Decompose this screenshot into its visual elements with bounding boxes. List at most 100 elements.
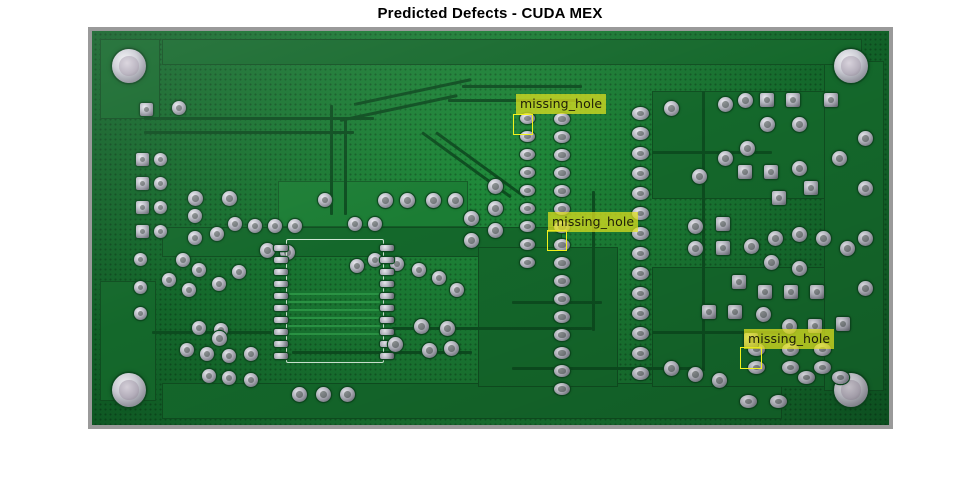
page-title: Predicted Defects - CUDA MEX [377, 5, 603, 22]
pad-oval [748, 361, 765, 374]
pad-round [488, 201, 503, 216]
pad-round [222, 371, 236, 385]
pad-round [368, 217, 382, 231]
connector-pad [554, 257, 570, 269]
pad-round [832, 151, 847, 166]
pad-round [444, 341, 459, 356]
pad-round [180, 343, 194, 357]
pad-round [192, 321, 206, 335]
pad-round [712, 373, 727, 388]
pad-round [192, 263, 206, 277]
trace-ic-5 [288, 325, 380, 327]
connector-pad [520, 257, 535, 268]
pad-round [768, 231, 783, 246]
connector-pad [632, 347, 649, 360]
pad-square [716, 241, 730, 255]
pad-round [288, 219, 302, 233]
connector-pad [632, 367, 649, 380]
pad-round [764, 255, 779, 270]
pad-round [414, 319, 429, 334]
pad-round [154, 201, 167, 214]
connector-pad [520, 113, 535, 124]
pad-square [760, 93, 774, 107]
trace-ic-6 [288, 333, 380, 335]
ic-pad-right [380, 353, 394, 359]
connector-pad [632, 167, 649, 180]
ic-pad-right [380, 305, 394, 311]
connector-pad [554, 365, 570, 377]
ic-pad-left [274, 305, 288, 311]
pad-round [792, 161, 807, 176]
pad-round [664, 101, 679, 116]
pad-round [350, 259, 364, 273]
pad-square [136, 201, 149, 214]
copper-pour-top-strip [162, 39, 862, 65]
pad-round [450, 283, 464, 297]
connector-pad [554, 149, 570, 161]
trace-ic-3 [288, 309, 380, 311]
trace-h-4 [448, 99, 578, 102]
pad-round [260, 243, 275, 258]
pad-round [222, 349, 236, 363]
pad-round [738, 93, 753, 108]
pad-square [824, 93, 838, 107]
connector-pad [632, 267, 649, 280]
pad-round [248, 219, 262, 233]
connector-pad [554, 293, 570, 305]
pad-round [816, 231, 831, 246]
ic-pad-left [274, 257, 288, 263]
pad-round [840, 241, 855, 256]
pad-round [210, 227, 224, 241]
ic-pad-left [274, 353, 288, 359]
connector-pad [520, 167, 535, 178]
pad-round [488, 179, 503, 194]
ic-pad-right [380, 317, 394, 323]
pad-square [140, 103, 153, 116]
pad-round [182, 283, 196, 297]
pad-round [188, 231, 202, 245]
pad-round [718, 97, 733, 112]
pad-round [134, 253, 147, 266]
copper-pour-center [478, 247, 618, 387]
pad-square [136, 177, 149, 190]
pad-round [688, 219, 703, 234]
pad-round [154, 177, 167, 190]
connector-pad [632, 287, 649, 300]
mount-hole-bottom-left [112, 373, 146, 407]
pad-round [440, 321, 455, 336]
pad-oval [832, 371, 849, 384]
ic-pad-left [274, 341, 288, 347]
pad-round [318, 193, 332, 207]
pad-round [792, 261, 807, 276]
pad-square [836, 317, 850, 331]
pad-square [732, 275, 746, 289]
ic-pad-right [380, 269, 394, 275]
pad-round [348, 217, 362, 231]
ic-pad-right [380, 245, 394, 251]
pad-square [810, 285, 824, 299]
trace-v-2 [344, 119, 347, 215]
connector-pad [632, 307, 649, 320]
connector-pad [554, 131, 570, 143]
pad-oval [798, 371, 815, 384]
pad-round [268, 219, 282, 233]
pad-round [244, 373, 258, 387]
detection-box-1 [513, 114, 533, 135]
pad-round [464, 211, 479, 226]
connector-pad [554, 185, 570, 197]
pad-round [422, 343, 437, 358]
pad-round [388, 337, 403, 352]
connector-pad [632, 127, 649, 140]
connector-pad [520, 221, 535, 232]
pad-round [154, 153, 167, 166]
pad-round [688, 367, 703, 382]
pad-round [222, 191, 237, 206]
pcb-board-image: missing_hole missing_hole missing_hole [92, 31, 889, 425]
pad-square [136, 153, 149, 166]
pad-square [758, 285, 772, 299]
connector-pad [632, 187, 649, 200]
trace-ic-4 [288, 317, 380, 319]
ic-pad-left [274, 269, 288, 275]
pad-round [228, 217, 242, 231]
